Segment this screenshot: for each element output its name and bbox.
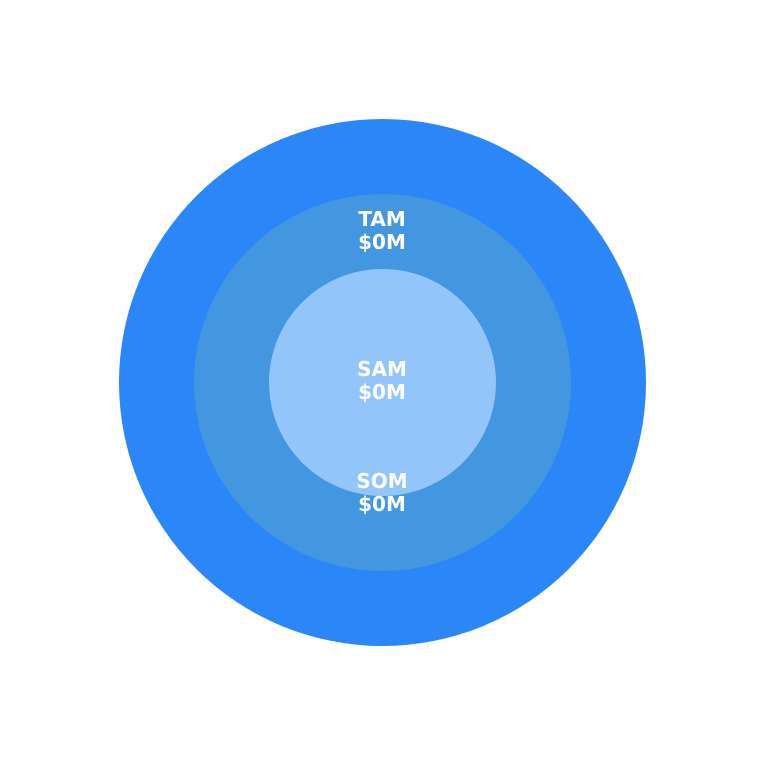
som-circle [269,269,496,496]
som-label: SOM $0M [302,470,462,516]
sam-label: SAM $0M [302,358,462,404]
sam-name: SAM [357,357,407,381]
som-name: SOM [356,469,408,493]
sam-value: $0M [358,380,406,404]
tam-name: TAM [358,207,406,231]
tam-value: $0M [358,230,406,254]
som-value: $0M [358,492,406,516]
tam-label: TAM $0M [302,208,462,254]
